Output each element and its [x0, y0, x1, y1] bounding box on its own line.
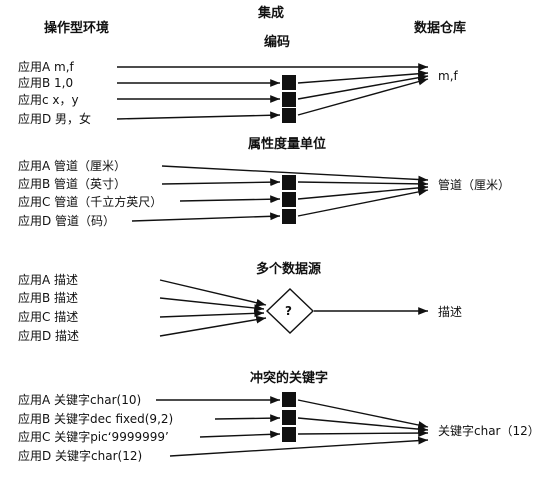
source-label: 应用B 管道（英寸） [18, 177, 127, 191]
arrow-s3-b [159, 297, 265, 312]
section-title-encoding: 编码 [264, 35, 291, 50]
decision-symbol: ? [285, 304, 292, 318]
converter-box [282, 92, 296, 107]
arrow-s1-bt [297, 69, 429, 84]
converter-box [282, 192, 296, 207]
source-label: 应用C 管道（千立方英尺） [18, 195, 163, 209]
converter-box [282, 75, 296, 90]
arrow-s2-ct [297, 183, 429, 200]
decision-diamond [265, 288, 315, 334]
arrow-s2-d [131, 212, 281, 222]
source-label: 应用C 关键字pic‘9999999’ [18, 430, 169, 444]
source-label: 应用D 描述 [18, 329, 80, 343]
arrow-s2-dt [297, 188, 429, 217]
heading-integration: 集成 [258, 6, 285, 21]
arrow-s4-ct [297, 429, 429, 437]
converter-box [282, 427, 296, 442]
converter-box [282, 209, 296, 224]
target-label: 描述 [438, 305, 463, 319]
arrow-s2-a [161, 165, 429, 184]
arrow-s1-d [116, 111, 281, 120]
converter-box [282, 392, 296, 407]
source-label: 应用B 描述 [18, 291, 79, 305]
heading-warehouse: 数据仓库 [414, 21, 467, 36]
source-label: 应用B 关键字dec fixed(9,2) [18, 412, 174, 426]
arrow-s3-c [159, 309, 265, 318]
arrow-s2-c [179, 195, 281, 204]
target-label: 管道（厘米） [438, 178, 511, 192]
source-label: 应用C 描述 [18, 310, 79, 324]
source-label: 应用c x，y [18, 93, 79, 107]
source-label: 应用A m,f [18, 60, 74, 74]
source-label: 应用A 关键字char(10) [18, 393, 142, 407]
converter-box [282, 175, 296, 190]
source-label: 应用B 1,0 [18, 76, 74, 90]
arrow-s2-b [161, 178, 281, 187]
target-label: m,f [438, 69, 458, 83]
heading-operational: 操作型环境 [44, 21, 110, 36]
arrow-s3-a [159, 279, 267, 307]
arrow-s1-dt [297, 77, 429, 116]
source-label: 应用D 男，女 [18, 112, 92, 126]
arrow-s4-at [297, 399, 429, 429]
source-label: 应用D 管道（码） [18, 214, 116, 228]
converter-box [282, 108, 296, 123]
arrow-s1-ct [297, 73, 429, 100]
arrow-s3-d [159, 315, 267, 337]
arrow-s4-d [169, 436, 429, 457]
converter-box [282, 410, 296, 425]
section-title-sources: 多个数据源 [256, 262, 322, 277]
arrow-s4-c [199, 430, 281, 439]
section-title-keys: 冲突的关键字 [250, 371, 329, 386]
source-label: 应用D 关键字char(12) [18, 449, 143, 463]
source-label: 应用A 管道（厘米） [18, 159, 127, 173]
arrow-s4-bt [297, 417, 429, 434]
target-label: 关键字char（12） [438, 424, 540, 438]
arrow-s2-bt [297, 179, 429, 188]
section-title-units: 属性度量单位 [248, 137, 327, 152]
source-label: 应用A 描述 [18, 273, 79, 287]
arrow-s4-b [214, 414, 281, 423]
